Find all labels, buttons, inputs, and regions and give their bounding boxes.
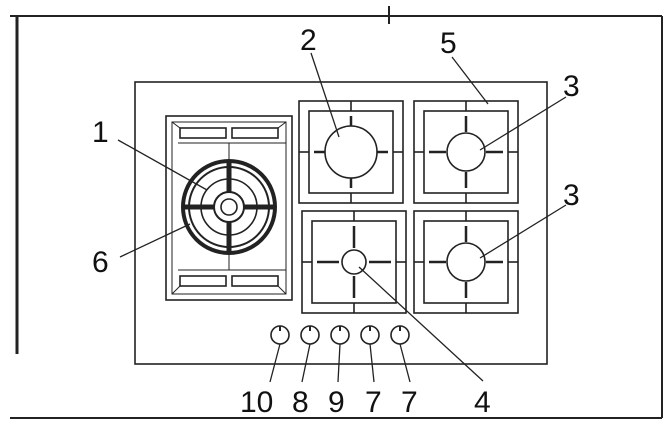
callout-7-b: 7 — [401, 386, 418, 419]
callout-labels: 1 6 2 5 3 3 4 10 8 9 7 7 — [92, 24, 580, 419]
callout-2: 2 — [300, 24, 317, 57]
auxiliary-burner-zone — [301, 210, 407, 314]
wok-pan-support — [181, 159, 277, 255]
semi-rapid-burner-zone — [298, 100, 404, 204]
callout-6: 6 — [92, 246, 109, 279]
rapid-burner-bottom — [446, 242, 486, 282]
wok-burner-zone — [165, 115, 293, 301]
callout-9: 9 — [328, 386, 345, 419]
callout-10: 10 — [240, 386, 273, 419]
rapid-burner-top — [446, 132, 486, 172]
callout-8: 8 — [292, 386, 309, 419]
wok-burner — [200, 178, 258, 236]
rapid-burner-top-zone — [413, 100, 519, 204]
control-knobs — [270, 325, 410, 345]
rapid-burner-bottom-zone — [413, 210, 519, 314]
auxiliary-burner — [341, 249, 367, 275]
semi-rapid-burner — [324, 125, 378, 179]
callout-3-bottom: 3 — [563, 179, 580, 212]
leader-lines — [117, 52, 567, 383]
hob-panel — [134, 81, 548, 365]
callout-1: 1 — [92, 116, 109, 149]
callout-5: 5 — [440, 27, 457, 60]
callout-7-a: 7 — [365, 386, 382, 419]
callout-4: 4 — [474, 386, 491, 419]
frame — [10, 6, 663, 419]
callout-3-top: 3 — [563, 70, 580, 103]
